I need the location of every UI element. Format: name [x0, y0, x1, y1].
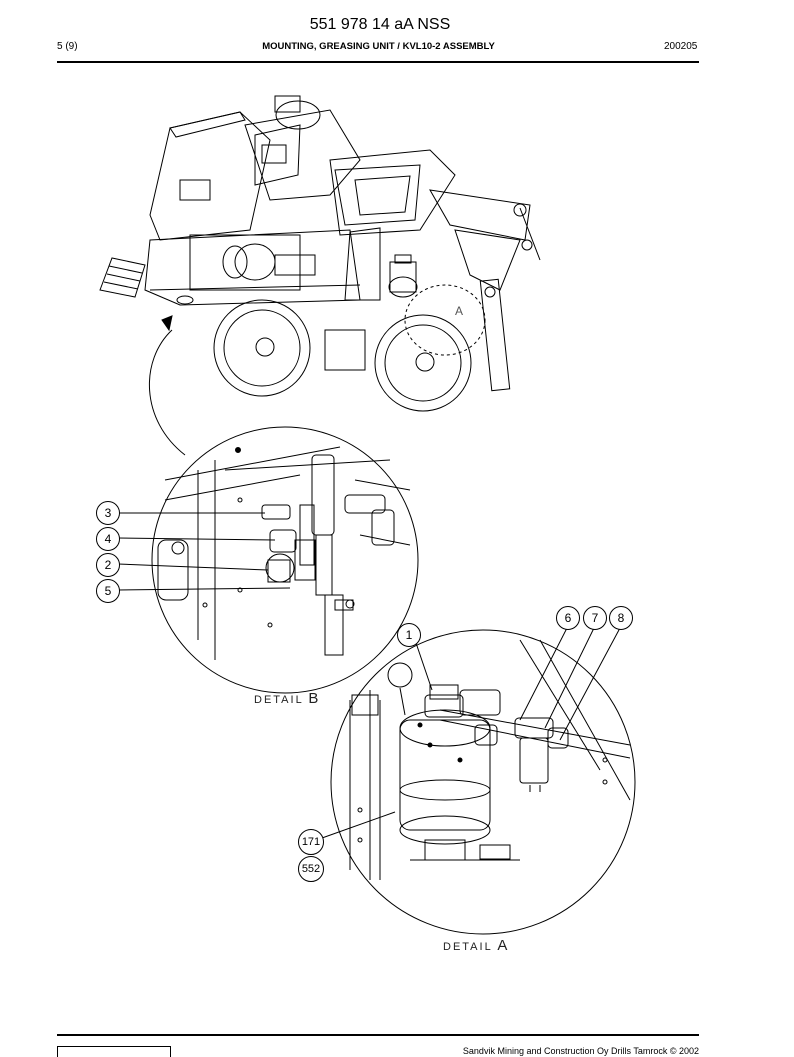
detail-a-view [330, 629, 636, 935]
detail-a-word: DETAIL [443, 941, 493, 953]
callout-4: 4 [96, 527, 120, 551]
callout-171: 171 [298, 829, 324, 855]
detail-b-caption: DETAIL B [254, 690, 318, 707]
detail-b-view [151, 426, 419, 694]
detail-b-letter: B [308, 690, 319, 707]
detail-a-caption: DETAIL A [443, 937, 507, 954]
footer-copyright: Sandvik Mining and Construction Oy Drill… [462, 1046, 699, 1056]
callout-8: 8 [609, 606, 633, 630]
detail-b-word: DETAIL [254, 694, 304, 706]
callout-552: 552 [298, 856, 324, 882]
detail-a-letter: A [497, 937, 508, 954]
callout-2: 2 [96, 553, 120, 577]
header-rule [57, 61, 699, 63]
callout-1: 1 [397, 623, 421, 647]
footer-rule [57, 1034, 699, 1036]
callout-7: 7 [583, 606, 607, 630]
machine-marker-a: A [455, 304, 464, 318]
document-date: 200205 [664, 41, 698, 52]
page-number: 5 (9) [57, 41, 78, 52]
company-logo [57, 1046, 171, 1057]
callout-5: 5 [96, 579, 120, 603]
machine-illustration [99, 95, 541, 412]
doc-number: 551 978 14 aA NSS [309, 16, 451, 33]
callout-3: 3 [96, 501, 120, 525]
document-title: MOUNTING, GREASING UNIT / KVL10-2 ASSEMB… [262, 41, 495, 52]
callout-6: 6 [556, 606, 580, 630]
